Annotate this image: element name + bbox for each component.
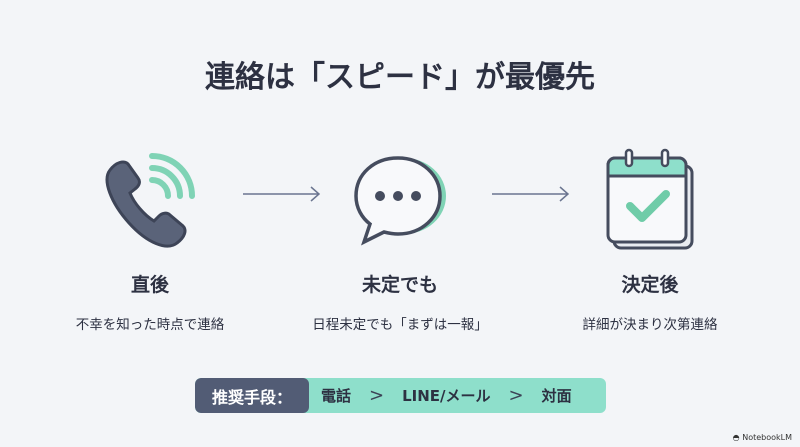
recommended-label: 推奨手段： (195, 378, 309, 413)
chevron-right-icon: > (508, 385, 524, 406)
step-description: 詳細が決まり次第連絡 (582, 317, 718, 333)
step-description: 日程未定でも「まずは一報」 (312, 317, 488, 333)
brand-name: NotebookLM (742, 433, 792, 442)
phone-icon (105, 153, 195, 248)
page-title: 連絡は「スピード」が最優先 (205, 60, 595, 95)
arrow-right-icon (243, 186, 321, 202)
method-phone: 電話 (321, 387, 352, 405)
step-description: 不幸を知った時点で連絡 (75, 317, 225, 333)
recommended-methods-bar: 推奨手段： 電話 > LINE/メール > 対面 (195, 378, 606, 413)
chat-bubble-icon (354, 156, 446, 246)
step-immediately: 直後 不幸を知った時点で連絡 (25, 270, 275, 333)
step-undecided: 未定でも 日程未定でも「まずは一報」 (275, 270, 525, 333)
arrow-right-icon (492, 186, 570, 202)
step-decided: 決定後 詳細が決まり次第連絡 (525, 270, 775, 333)
notebooklm-icon: ◓ (732, 433, 743, 442)
brand-logo: ◓ NotebookLM (733, 433, 792, 442)
step-heading: 決定後 (621, 274, 679, 296)
method-in-person: 対面 (541, 387, 572, 405)
chevron-right-icon: > (369, 385, 385, 406)
step-heading: 未定でも (361, 274, 438, 296)
step-heading: 直後 (130, 274, 169, 296)
method-line-email: LINE/メール (402, 387, 491, 405)
calendar-check-icon (606, 148, 694, 250)
